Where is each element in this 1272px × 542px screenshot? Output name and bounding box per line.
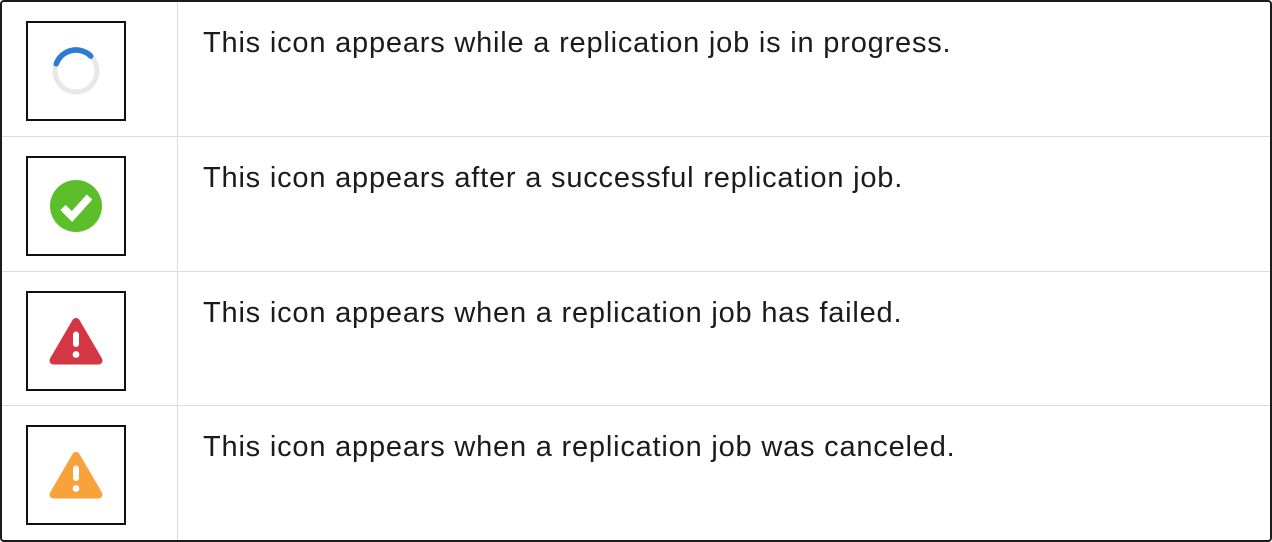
table-row: This icon appears when a replication job… xyxy=(2,270,1270,406)
spinner-in-progress-icon xyxy=(52,47,100,95)
exclamation-bar xyxy=(73,465,79,482)
icon-description: This icon appears after a successful rep… xyxy=(203,161,904,194)
in-progress-icon-box xyxy=(26,21,126,121)
icon-description: This icon appears when a replication job… xyxy=(203,296,903,329)
table-row: This icon appears while a replication jo… xyxy=(2,2,1270,136)
exclamation-dot xyxy=(72,485,80,493)
check-mark xyxy=(60,194,93,222)
description-cell: This icon appears while a replication jo… xyxy=(178,2,1270,136)
exclamation-dot xyxy=(72,350,80,358)
description-cell: This icon appears when a replication job… xyxy=(178,406,1270,540)
success-icon-box xyxy=(26,155,126,256)
table-row: This icon appears after a successful rep… xyxy=(2,135,1270,271)
icon-cell xyxy=(2,136,178,271)
failed-icon-box xyxy=(26,290,126,391)
description-cell: This icon appears after a successful rep… xyxy=(178,137,1270,271)
icon-description: This icon appears while a replication jo… xyxy=(203,27,952,59)
spinner-arc xyxy=(52,47,100,95)
failed-warning-triangle-icon xyxy=(49,317,103,364)
icon-description: This icon appears when a replication job… xyxy=(203,431,956,464)
icon-cell xyxy=(2,406,178,540)
success-circle xyxy=(50,179,102,232)
canceled-warning-triangle-icon xyxy=(49,452,103,499)
exclamation-bar xyxy=(73,331,79,347)
table-row: This icon appears when a replication job… xyxy=(2,405,1270,540)
canceled-icon-box xyxy=(26,425,126,526)
icon-cell xyxy=(2,2,178,136)
icon-cell xyxy=(2,271,178,406)
description-cell: This icon appears when a replication job… xyxy=(178,272,1270,406)
success-check-icon xyxy=(50,179,102,232)
